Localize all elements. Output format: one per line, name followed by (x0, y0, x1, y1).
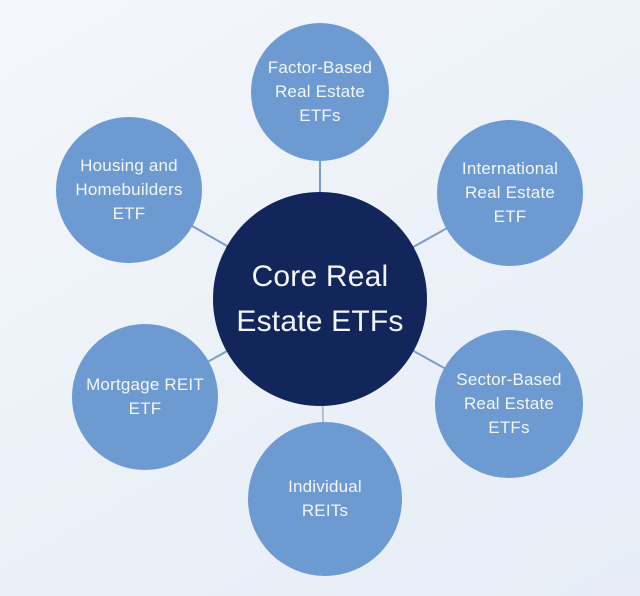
node-label: Housing and Homebuilders ETF (75, 156, 183, 223)
node-mortgage-reit-etf: Mortgage REIT ETF (72, 324, 218, 470)
node-label: Individual REITs (288, 477, 362, 520)
node-label: Sector-Based Real Estate ETFs (456, 370, 562, 437)
node-sector-based-real-estate-etfs: Sector-Based Real Estate ETFs (435, 330, 583, 478)
center-node-label: Core Real Estate ETFs (236, 260, 404, 338)
node-factor-based-real-estate-etfs: Factor-Based Real Estate ETFs (251, 23, 389, 161)
node-housing-and-homebuilders-etf: Housing and Homebuilders ETF (56, 117, 202, 263)
node-label: International Real Estate ETF (461, 159, 559, 226)
center-node-core-real-estate-etfs: Core Real Estate ETFs (213, 192, 427, 406)
node-label: Factor-Based Real Estate ETFs (267, 58, 373, 125)
node-international-real-estate-etf: International Real Estate ETF (437, 120, 583, 266)
node-label: Mortgage REIT ETF (86, 375, 204, 418)
node-individual-reits: Individual REITs (248, 422, 402, 576)
